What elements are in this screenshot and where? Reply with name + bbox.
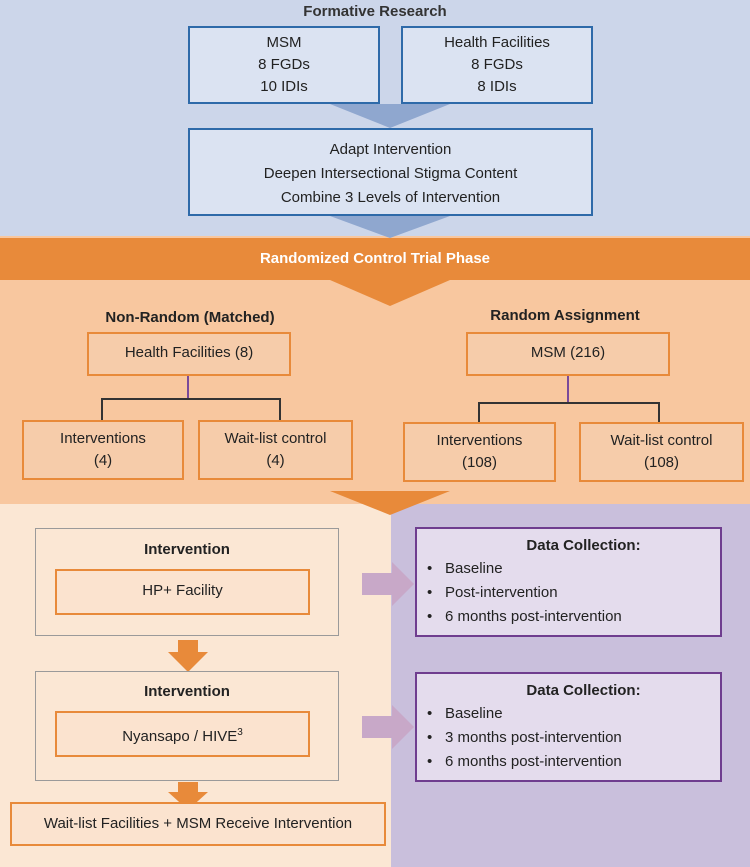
connector xyxy=(478,402,480,422)
connector xyxy=(658,402,660,422)
formative-arrow-icon xyxy=(330,104,450,128)
random-root-label: MSM (216) xyxy=(530,344,606,361)
facilities-formative-line: 8 IDIs xyxy=(477,78,517,95)
msm-formative-line: 10 IDIs xyxy=(260,78,308,95)
adapt-line: Deepen Intersectional Stigma Content xyxy=(263,165,518,182)
intervention-block-1 xyxy=(35,528,339,636)
adapt-line: Combine 3 Levels of Intervention xyxy=(280,189,501,206)
data-collection-list: Baseline Post-intervention 6 months post… xyxy=(417,557,720,629)
connector xyxy=(279,398,281,420)
random-root-box: MSM (216) xyxy=(466,332,670,376)
nonrandom-interventions-line: Interventions xyxy=(60,430,146,447)
nyansapo-superscript: 3 xyxy=(237,727,243,738)
list-item: Post-intervention xyxy=(417,581,720,605)
random-title: Random Assignment xyxy=(490,307,640,324)
random-interventions-line: (108) xyxy=(461,454,498,471)
nonrandom-waitlist-line: Wait-list control xyxy=(224,430,327,447)
nonrandom-root-box: Health Facilities (8) xyxy=(87,332,291,376)
nyansapo-box: Nyansapo / HIVE3 xyxy=(55,711,310,757)
rct-arrow-icon xyxy=(330,491,450,515)
banner-arrow-icon xyxy=(330,280,450,306)
down-arrow-icon xyxy=(168,782,208,810)
random-waitlist-line: Wait-list control xyxy=(610,432,713,449)
random-waitlist-line: (108) xyxy=(643,454,680,471)
list-item: Baseline xyxy=(417,702,720,726)
adapt-line: Adapt Intervention xyxy=(329,141,452,158)
list-item: 6 months post-intervention xyxy=(417,605,720,629)
facilities-formative-line: Health Facilities xyxy=(444,34,550,51)
connector xyxy=(187,376,189,398)
nonrandom-interventions-box: Interventions (4) xyxy=(22,420,184,480)
data-collection-title: Data Collection: xyxy=(526,682,641,699)
intervention-title-2: Intervention xyxy=(144,683,230,700)
connector xyxy=(478,402,660,404)
connector xyxy=(101,398,103,420)
facilities-formative-line: 8 FGDs xyxy=(471,56,523,73)
hp-facility-label: HP+ Facility xyxy=(142,582,223,599)
intervention-title-1: Intervention xyxy=(144,541,230,558)
right-arrow-icon xyxy=(362,562,414,606)
right-arrow-icon xyxy=(362,705,414,749)
intervention-block-2 xyxy=(35,671,339,781)
rct-banner: Randomized Control Trial Phase xyxy=(0,238,750,280)
hp-facility-box: HP+ Facility xyxy=(55,569,310,615)
data-collection-list: Baseline 3 months post-intervention 6 mo… xyxy=(417,702,720,774)
msm-formative-box: MSM 8 FGDs 10 IDIs xyxy=(188,26,380,104)
connector xyxy=(101,398,281,400)
nonrandom-interventions-line: (4) xyxy=(93,452,113,469)
final-box: Wait-list Facilities + MSM Receive Inter… xyxy=(10,802,386,846)
random-interventions-box: Interventions (108) xyxy=(403,422,556,482)
random-waitlist-box: Wait-list control (108) xyxy=(579,422,744,482)
adapt-arrow-icon xyxy=(330,216,450,238)
rct-banner-text: Randomized Control Trial Phase xyxy=(259,250,491,267)
final-label: Wait-list Facilities + MSM Receive Inter… xyxy=(43,815,353,832)
data-collection-box-2: Data Collection: Baseline 3 months post-… xyxy=(415,672,722,782)
random-interventions-line: Interventions xyxy=(436,432,523,449)
nyansapo-label: Nyansapo / HIVE xyxy=(122,728,238,745)
data-collection-title: Data Collection: xyxy=(526,537,641,554)
nonrandom-waitlist-line: (4) xyxy=(266,452,285,469)
nonrandom-root-label: Health Facilities (8) xyxy=(124,344,254,361)
msm-formative-line: 8 FGDs xyxy=(258,56,310,73)
nonrandom-waitlist-box: Wait-list control (4) xyxy=(198,420,353,480)
down-arrow-icon xyxy=(168,640,208,672)
list-item: 6 months post-intervention xyxy=(417,750,720,774)
formative-title: Formative Research xyxy=(303,3,447,20)
nonrandom-title: Non-Random (Matched) xyxy=(105,309,275,326)
facilities-formative-box: Health Facilities 8 FGDs 8 IDIs xyxy=(401,26,593,104)
connector xyxy=(567,376,569,402)
adapt-intervention-box: Adapt Intervention Deepen Intersectional… xyxy=(188,128,593,216)
data-collection-box-1: Data Collection: Baseline Post-intervent… xyxy=(415,527,722,637)
msm-formative-line: MSM xyxy=(266,34,302,51)
list-item: Baseline xyxy=(417,557,720,581)
list-item: 3 months post-intervention xyxy=(417,726,720,750)
